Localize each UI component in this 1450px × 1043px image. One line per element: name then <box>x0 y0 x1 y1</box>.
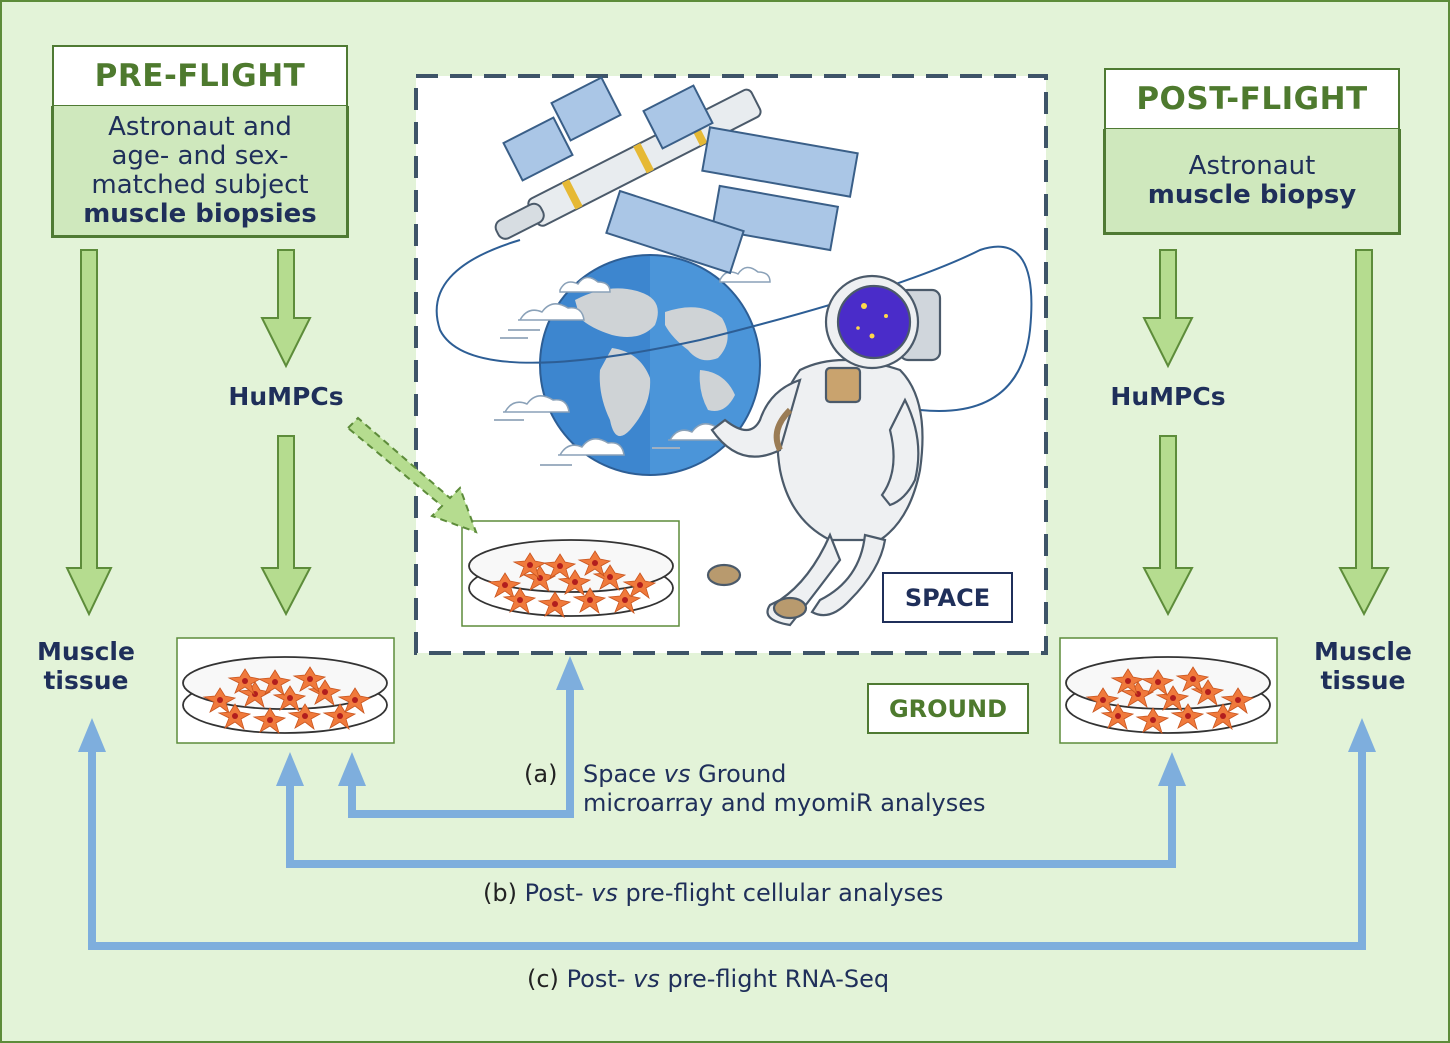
arrow-pre-to-humpcs <box>260 249 312 369</box>
pre-flight-desc-line3: matched subject <box>91 169 309 200</box>
comparison-a-letter: (a) <box>524 760 558 788</box>
muscle-tissue-label-left: Muscle tissue <box>26 637 146 695</box>
arrow-post-to-muscle <box>1338 249 1390 617</box>
ground-tag: GROUND <box>867 683 1029 734</box>
post-flight-description: Astronaut muscle biopsy <box>1103 129 1401 235</box>
petri-dish-icon-right <box>1065 656 1271 734</box>
petri-dish-icon-left <box>182 656 388 734</box>
astronaut-icon <box>706 274 942 627</box>
arrow-humpcs-to-dish <box>260 435 312 617</box>
arrow-post-to-humpcs <box>1142 249 1194 369</box>
humpcs-label-right: HuMPCs <box>1110 382 1226 411</box>
green-arrows <box>65 249 1390 617</box>
muscle-right-line2: tissue <box>1320 666 1406 695</box>
space-station-icon <box>494 76 859 275</box>
comparison-b-text: (b) Post- vs pre-flight cellular analyse… <box>483 879 944 907</box>
pre-flight-title: PRE-FLIGHT <box>52 45 348 107</box>
comparison-a-line2: microarray and myomiR analyses <box>583 789 986 817</box>
humpcs-label-left: HuMPCs <box>228 382 344 411</box>
muscle-right-line1: Muscle <box>1314 637 1412 666</box>
arrow-pre-to-muscle <box>65 249 113 617</box>
muscle-tissue-label-right: Muscle tissue <box>1303 637 1423 695</box>
space-tag: SPACE <box>882 572 1013 623</box>
muscle-left-line1: Muscle <box>37 637 135 666</box>
clouds <box>503 266 771 456</box>
comparison-a-line1: Space vs Ground <box>583 760 787 788</box>
post-flight-title: POST-FLIGHT <box>1104 68 1400 130</box>
motion-lines <box>494 329 680 466</box>
arrow-humpcs-to-dish-right <box>1142 435 1194 617</box>
pre-flight-desc-line1: Astronaut and <box>108 111 292 142</box>
pre-flight-desc-bold: muscle biopsies <box>83 198 317 229</box>
post-flight-desc-bold: muscle biopsy <box>1147 179 1357 210</box>
petri-dish-icon-space <box>468 539 674 618</box>
comparison-c-text: (c) Post- vs pre-flight RNA-Seq <box>527 965 890 993</box>
post-flight-desc-line1: Astronaut <box>1188 150 1316 181</box>
pre-flight-desc-line2: age- and sex- <box>111 140 289 171</box>
pre-flight-description: Astronaut and age- and sex- matched subj… <box>51 106 349 238</box>
dashed-arrow-to-space <box>346 416 478 534</box>
earth-icon <box>539 254 761 476</box>
muscle-left-line2: tissue <box>43 666 129 695</box>
